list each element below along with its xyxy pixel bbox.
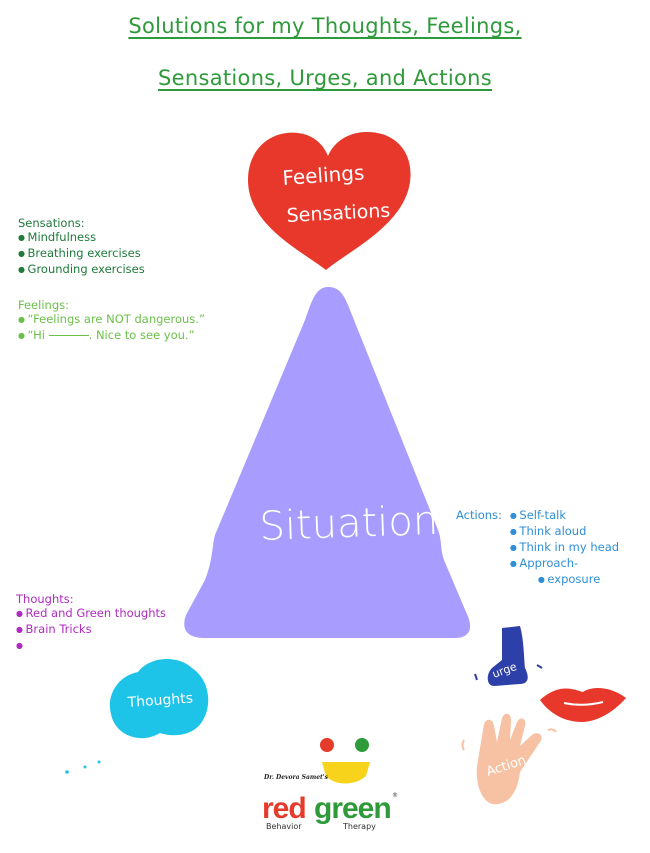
list-item: Breathing exercises	[18, 246, 145, 262]
urge-motion-mark	[536, 664, 543, 669]
fill-in-blank	[48, 335, 89, 336]
list-item: “Feelings are NOT dangerous.”	[18, 312, 205, 328]
heart-label-feelings: Feelings	[282, 160, 365, 190]
list-item-text: Breathing exercises	[27, 246, 141, 260]
list-item-continued: exposure	[510, 572, 619, 588]
list-item-text: Brain Tricks	[25, 622, 92, 636]
list-item-text: . Nice to see you.”	[88, 328, 195, 342]
list-item-empty	[16, 638, 166, 654]
sensations-heading: Sensations:	[18, 216, 85, 230]
page-title-line-1: Solutions for my Thoughts, Feelings,	[128, 14, 522, 38]
list-item: Approach-	[510, 556, 619, 572]
feelings-list: “Feelings are NOT dangerous.” “Hi . Nice…	[18, 312, 205, 344]
feelings-section: Feelings: “Feelings are NOT dangerous.” …	[18, 298, 205, 344]
list-item: “Hi . Nice to see you.”	[18, 328, 205, 344]
logo-registered: ®	[392, 792, 398, 799]
thought-dot	[97, 760, 101, 764]
action-motion-mark	[547, 728, 557, 733]
list-item: Think aloud	[510, 524, 619, 540]
list-item-text: Self-talk	[519, 508, 566, 522]
list-item-text: Mindfulness	[27, 230, 97, 244]
thoughts-heading: Thoughts:	[16, 592, 74, 606]
page-title-line-2: Sensations, Urges, and Actions	[158, 66, 492, 90]
logo-word-red: red	[262, 792, 306, 825]
lips-line	[563, 701, 604, 706]
actions-list: Self-talk Think aloud Think in my head A…	[510, 508, 619, 588]
logo-green-dot	[355, 738, 369, 752]
thoughts-section: Thoughts: Red and Green thoughts Brain T…	[16, 592, 166, 654]
list-item: Brain Tricks	[16, 622, 166, 638]
thoughts-bubble-label: Thoughts	[126, 690, 193, 711]
logo-subtitle-therapy: Therapy	[342, 822, 376, 831]
actions-section: Actions: Self-talk Think aloud Think in …	[456, 508, 619, 588]
actions-heading: Actions:	[456, 508, 502, 522]
thoughts-list: Red and Green thoughts Brain Tricks	[16, 606, 167, 654]
logo-author: Dr. Devora Samet's	[263, 774, 329, 781]
logo-subtitle-behavior: Behavior	[266, 822, 302, 831]
urge-sock-shape	[487, 626, 528, 686]
sensations-list: Mindfulness Breathing exercises Groundin…	[18, 230, 145, 278]
action-hand-shape	[476, 713, 542, 805]
logo-red-dot	[320, 738, 334, 752]
logo-smile	[322, 762, 370, 784]
list-item: Grounding exercises	[18, 262, 145, 278]
logo-word-green: green	[314, 792, 391, 825]
list-item-text: “Hi	[27, 328, 45, 342]
situation-triangle	[184, 287, 471, 638]
thought-dot	[83, 765, 87, 769]
action-motion-mark	[461, 739, 465, 751]
list-item-text: Think in my head	[519, 540, 620, 554]
list-item-text: Grounding exercises	[27, 262, 145, 276]
list-item: Red and Green thoughts	[16, 606, 167, 622]
feelings-heading: Feelings:	[18, 298, 69, 312]
list-item-text: Think aloud	[519, 524, 587, 538]
list-item: Mindfulness	[18, 230, 145, 246]
list-item-text: Approach-	[519, 556, 579, 570]
list-item-text: exposure	[547, 572, 601, 586]
list-item: Think in my head	[510, 540, 619, 556]
thoughts-bubble	[109, 659, 209, 739]
heart-label-sensations: Sensations	[286, 200, 391, 227]
heart-shape	[248, 131, 411, 270]
situation-label: Situation	[259, 498, 439, 550]
list-item: Self-talk	[510, 508, 619, 524]
sensations-section: Sensations: Mindfulness Breathing exerci…	[18, 216, 145, 278]
thought-dot	[65, 770, 69, 774]
redgreen-logo: Dr. Devora Samet's red green ® Behavior …	[262, 738, 398, 831]
list-item-text: Red and Green thoughts	[25, 606, 167, 620]
urge-motion-mark	[474, 673, 478, 681]
list-item-text: “Feelings are NOT dangerous.”	[27, 312, 205, 326]
